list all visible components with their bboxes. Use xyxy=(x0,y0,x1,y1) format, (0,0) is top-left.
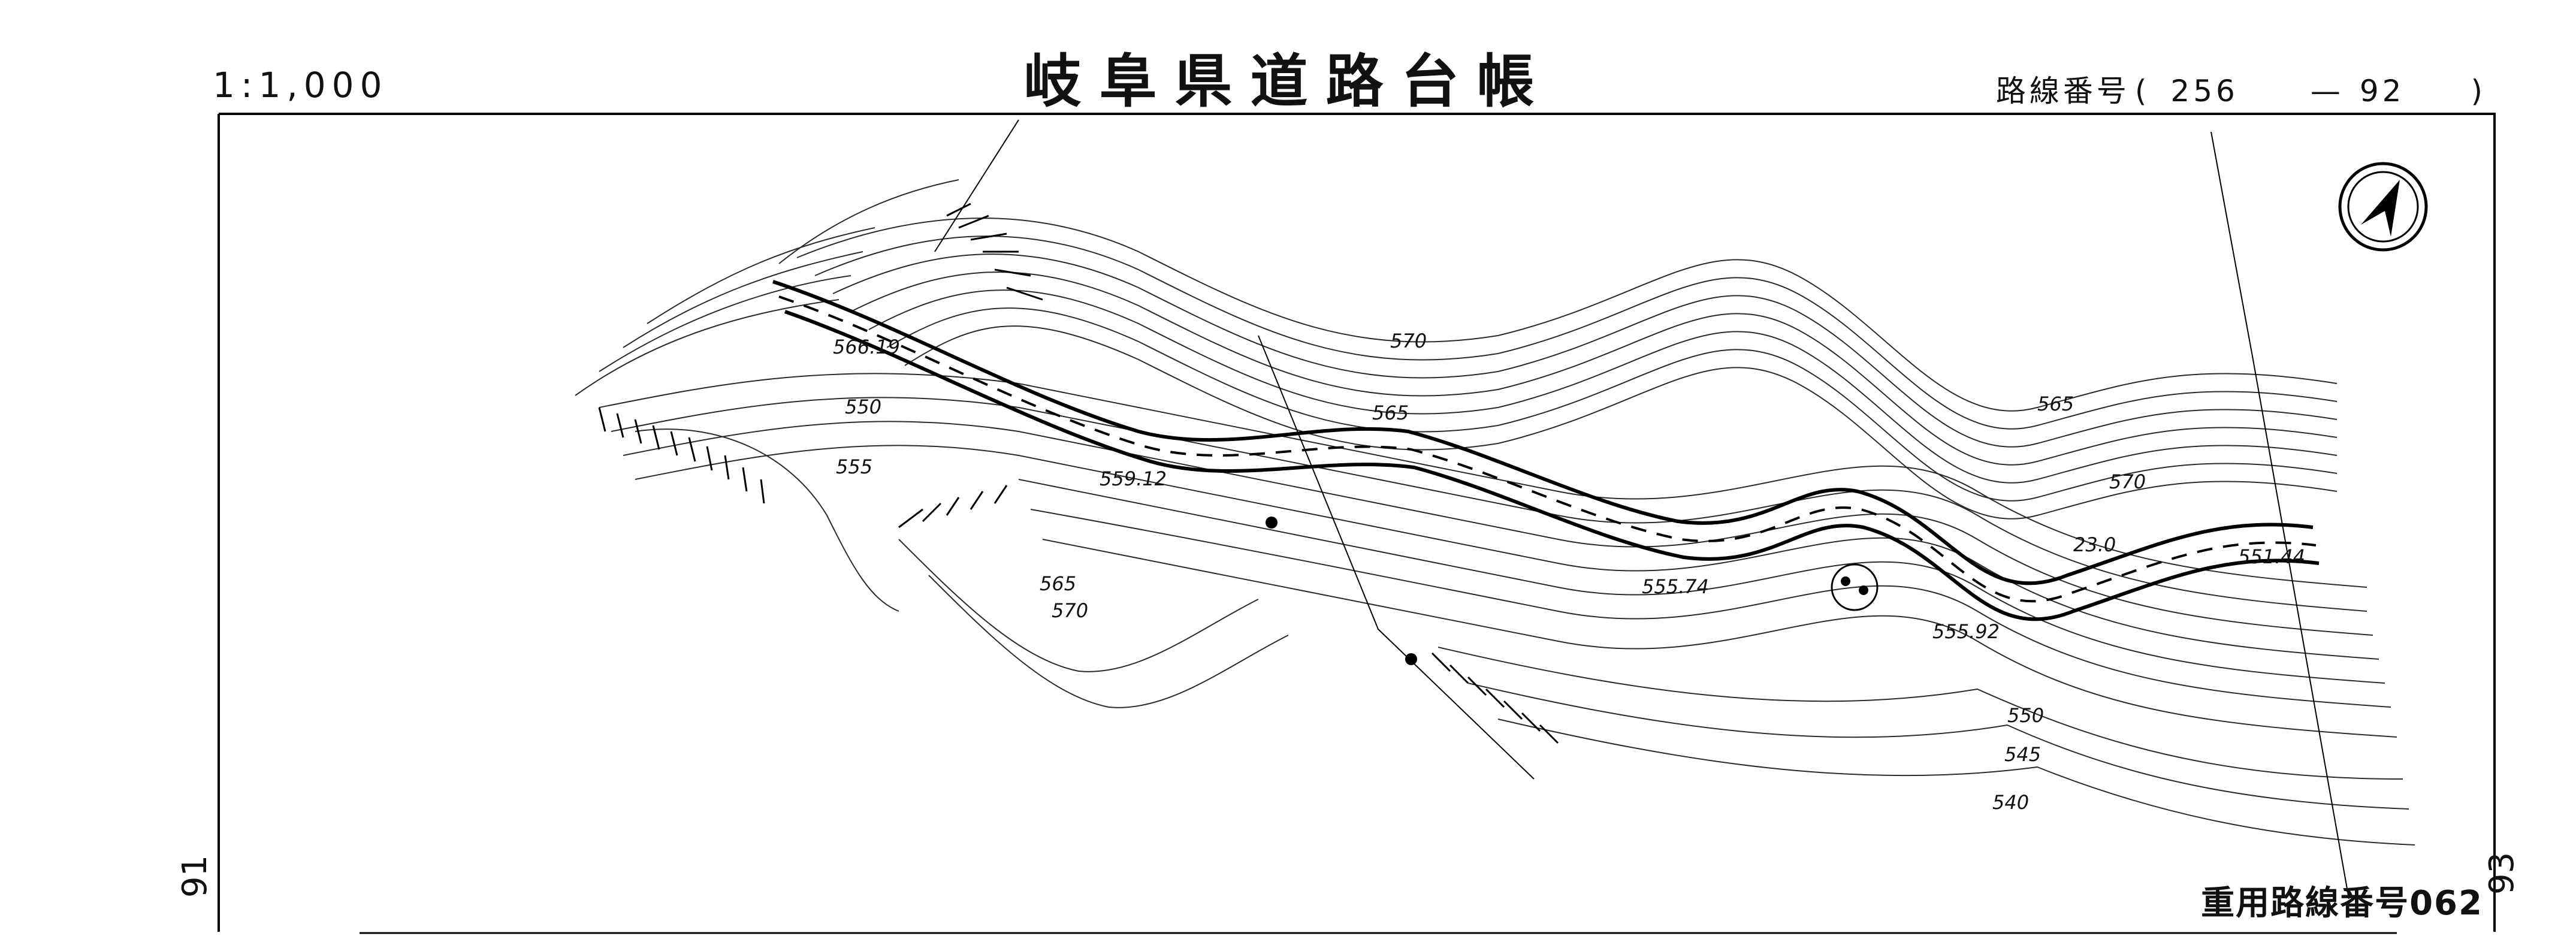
route-open-paren: ( xyxy=(2134,74,2151,108)
boundary-lines xyxy=(934,119,2349,899)
page-title: 岐阜県道路台帳 xyxy=(1023,48,1553,115)
route-main-number: 256 xyxy=(2170,74,2239,108)
route-number: 路線番号(256 — 92) xyxy=(1996,67,2486,110)
elevation-label: 555.74 xyxy=(1642,575,1709,598)
left-sheet-number: 91 xyxy=(176,855,215,898)
contour-lines-upper xyxy=(796,218,2338,520)
elevation-label: 559.12 xyxy=(1100,467,1167,490)
elevation-label: 565 xyxy=(1372,401,1409,424)
elevation-label: 570 xyxy=(1052,599,1088,622)
elevation-label: 570 xyxy=(1390,330,1427,352)
right-sheet-number: 93 xyxy=(2483,852,2522,895)
map-scale: 1:1,000 xyxy=(213,65,388,105)
elevation-label: 545 xyxy=(2004,743,2041,766)
elevation-label: 550 xyxy=(845,395,881,418)
route-dash: — xyxy=(2310,74,2344,108)
contour-lines-lower xyxy=(599,373,2415,846)
elevation-label: 540 xyxy=(1992,791,2029,814)
elevation-label: 555 xyxy=(836,455,872,478)
road-outline xyxy=(772,280,2320,621)
tree-symbol xyxy=(1831,563,1879,611)
elevation-label: 570 xyxy=(2109,470,2146,493)
route-label: 路線番号 xyxy=(1995,74,2130,108)
north-arrow-icon xyxy=(2338,162,2428,252)
route-sub-number: 92 xyxy=(2359,74,2405,108)
route-close-paren: ) xyxy=(2471,74,2486,108)
slope-hatching xyxy=(598,203,1559,744)
elevation-label: 565 xyxy=(2037,393,2074,415)
elevation-label: 23.0 xyxy=(2073,533,2116,556)
elevation-label: 565 xyxy=(1040,572,1076,595)
elevation-label: 550 xyxy=(2007,704,2044,727)
duplicate-route-number: 重用路線番号062 xyxy=(2201,884,2483,923)
map-frame xyxy=(218,113,2496,932)
elevation-label: 555.92 xyxy=(1932,620,2000,643)
elevation-label: 566.19 xyxy=(833,336,900,358)
elevation-labels: 570 565 550 555 566.19 559.12 565 570 56… xyxy=(833,330,2305,814)
survey-point xyxy=(1405,653,1417,665)
contour-lines-left xyxy=(575,179,959,612)
elevation-label: 551.44 xyxy=(2238,545,2305,568)
survey-point xyxy=(1266,517,1278,529)
